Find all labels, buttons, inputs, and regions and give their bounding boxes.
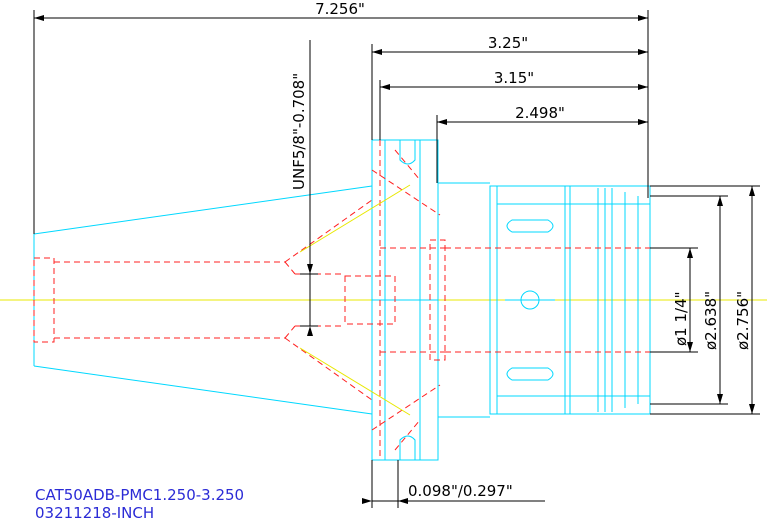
dim-2-498: 2.498" <box>515 104 565 122</box>
dim-dia-1-1-4: ø1 1/4" <box>672 291 690 346</box>
dimension-lines <box>33 10 760 508</box>
hidden-features <box>33 140 650 460</box>
dim-dia-2-756: ø2.756" <box>734 291 752 350</box>
dim-dia-2-638: ø2.638" <box>702 291 720 350</box>
dim-3-15: 3.15" <box>494 69 534 87</box>
drawing-code: 03211218-INCH <box>35 504 154 522</box>
flange-diagonal <box>299 184 411 416</box>
dim-overall-length: 7.256" <box>315 0 365 18</box>
dim-flange-gap: 0.098"/0.297" <box>408 482 513 500</box>
dim-3-25: 3.25" <box>488 34 528 52</box>
part-number: CAT50ADB-PMC1.250-3.250 <box>35 486 244 504</box>
tool-body <box>438 182 651 418</box>
flange <box>371 139 439 461</box>
dim-unf-thread: UNF5/8"-0.708" <box>290 73 308 190</box>
dimension-arrows <box>34 15 755 504</box>
